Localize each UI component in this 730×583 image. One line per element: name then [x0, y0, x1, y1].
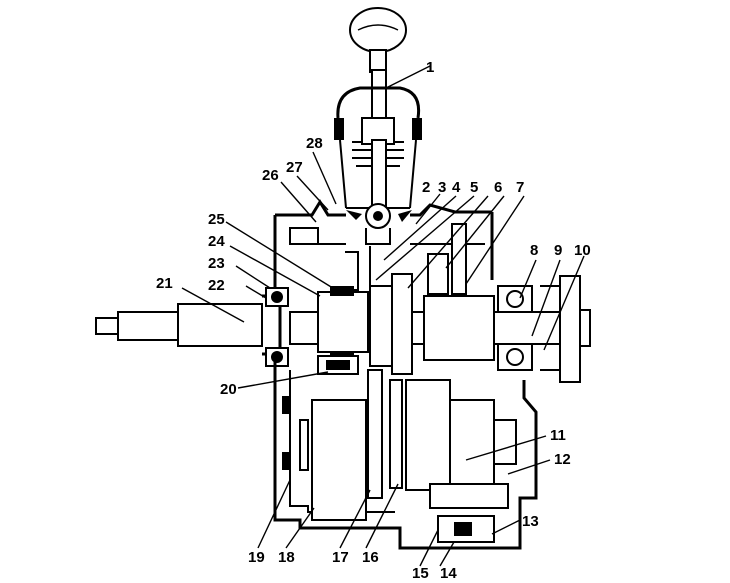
label-13: 13 [522, 513, 539, 530]
label-21: 21 [156, 275, 173, 292]
label-7: 7 [516, 179, 524, 196]
label-9: 9 [554, 242, 562, 259]
label-24: 24 [208, 233, 225, 250]
label-17: 17 [332, 549, 349, 566]
label-19: 19 [248, 549, 265, 566]
label-12: 12 [554, 451, 571, 468]
label-22: 22 [208, 277, 225, 294]
label-14: 14 [440, 565, 457, 582]
label-11: 11 [550, 427, 566, 444]
input-shaft [95, 287, 289, 367]
label-4: 4 [452, 179, 461, 196]
label-5: 5 [470, 179, 478, 196]
label-2: 2 [422, 179, 430, 196]
label-23: 23 [208, 255, 225, 272]
label-15: 15 [412, 565, 429, 582]
main-shaft [289, 223, 591, 383]
label-6: 6 [494, 179, 502, 196]
label-1: 1 [426, 59, 434, 76]
label-27: 27 [286, 159, 303, 176]
callout-labels: 1 2 3 4 5 6 7 8 9 10 11 12 13 14 15 16 1… [156, 59, 591, 582]
label-3: 3 [438, 179, 446, 196]
lower-housing [273, 355, 538, 550]
shift-lever [334, 7, 422, 245]
leader-lines [181, 65, 585, 567]
label-20: 20 [220, 381, 237, 398]
label-26: 26 [262, 167, 279, 184]
label-10: 10 [574, 242, 591, 259]
label-8: 8 [530, 242, 538, 259]
label-16: 16 [362, 549, 379, 566]
label-25: 25 [208, 211, 225, 228]
label-28: 28 [306, 135, 323, 152]
label-18: 18 [278, 549, 295, 566]
